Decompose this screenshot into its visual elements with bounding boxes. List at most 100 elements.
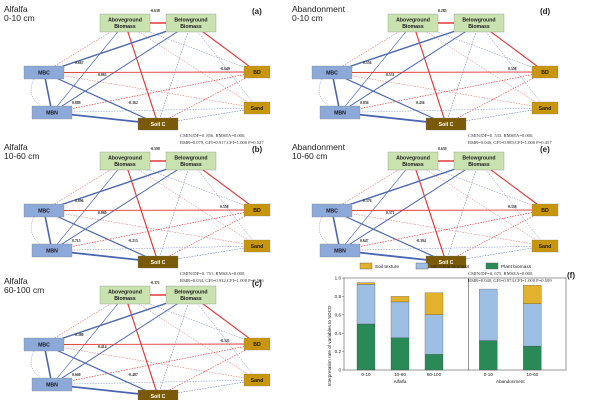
coef-top: 0.285: [438, 9, 447, 13]
path-mbc-to-sand: [43, 72, 258, 109]
node-label: BD: [253, 208, 261, 214]
bar-plant-biomass-3: [479, 340, 498, 371]
node-label: Soil C: [151, 122, 166, 128]
node-box: [243, 239, 271, 253]
node-box: [319, 105, 361, 120]
bd-node: BD: [243, 203, 271, 217]
legend-label-soil-texture: Soil texture: [375, 264, 399, 270]
node-box: [137, 389, 179, 400]
node-box: [387, 151, 439, 171]
node-box: [31, 377, 73, 392]
node-label-line2: Biomass: [468, 24, 490, 30]
path-above-to-bd: [412, 22, 546, 73]
coef-mid: 0.371: [386, 211, 395, 215]
coef-mbc: 0.667: [75, 61, 84, 65]
path-above-to-mbc: [43, 22, 126, 73]
coef-mbn: 0.715: [72, 239, 81, 243]
path-above-to-mbn: [339, 160, 414, 251]
covariance-curve: [318, 216, 329, 245]
coef-top: 0.639: [438, 147, 447, 151]
path-below-to-soilc: [445, 160, 480, 263]
node-label: BD: [253, 342, 261, 348]
path-above-to-soilc: [412, 160, 447, 263]
path-sand-to-soilc: [445, 245, 546, 263]
path-below-to-mbn: [339, 160, 480, 251]
bar-microbial-biomass-0: [356, 284, 376, 325]
fit-stats-line1: CMIN/DF=0. 751, RMSEA=0.000,: [180, 271, 245, 277]
panel-letter: (c): [252, 279, 262, 288]
legend-swatch-plant-biomass: [485, 262, 499, 270]
node-box: [425, 117, 467, 131]
bar-soil-texture-1: [390, 296, 410, 303]
path-sand-to-soilc: [157, 107, 258, 125]
path-above-to-bd: [412, 160, 546, 211]
coef-soilc: -0.394: [416, 239, 426, 243]
soil-c-node: Soil C: [137, 389, 179, 400]
path-mbc-to-sand: [43, 210, 258, 247]
path-below-to-sand: [190, 22, 258, 109]
coef-mid: 0.869: [98, 211, 107, 215]
panel-title-line2: 60-100 cm: [4, 285, 44, 295]
path-mbn-to-sand: [339, 245, 546, 251]
bd-node: BD: [243, 337, 271, 351]
node-box: [23, 203, 65, 218]
panel-letter: (b): [252, 145, 263, 154]
sand-node: Sand: [243, 373, 271, 387]
coef-soilc: -0.215: [128, 239, 138, 243]
mbc-node: MBC: [23, 65, 65, 80]
path-above-to-soilc: [124, 160, 159, 263]
y-tick-label: 1.0: [335, 276, 342, 281]
node-label: MBN: [46, 111, 58, 117]
mbc-node: MBC: [23, 337, 65, 352]
fit-stats-line2: RMR=0.034, GFI=0.932,CFI=1.000 P=0.586: [180, 278, 264, 284]
path-below-to-sand: [190, 160, 258, 247]
path-mbn-to-bd: [51, 71, 258, 113]
path-above-to-mbc: [331, 160, 414, 211]
node-box: [453, 151, 505, 171]
node-label-line2: Biomass: [468, 162, 490, 168]
x-tick-label: 60-100: [427, 372, 442, 377]
path-mbc-to-bd: [331, 70, 546, 74]
path-bd-to-soilc: [445, 209, 546, 263]
node-box: [99, 285, 151, 305]
bar-soil-texture-0: [356, 282, 376, 285]
panel-title-line1: Abandonment: [292, 4, 346, 14]
node-box: [31, 105, 73, 120]
node-label-line1: Belowground: [174, 156, 207, 162]
node-box: [99, 151, 151, 171]
mbc-node: MBC: [311, 203, 353, 218]
path-mbc-to-sand: [331, 72, 546, 109]
panel-title-line2: 0-10 cm: [292, 13, 323, 23]
node-box: [319, 243, 361, 258]
node-box: [243, 373, 271, 387]
path-below-to-sand: [478, 160, 546, 247]
path-mbc-to-bd: [43, 70, 258, 74]
panel-title-line1: Alfalfa: [4, 142, 28, 152]
path-mbc-to-mbn: [43, 210, 55, 252]
path-below-to-soilc: [157, 294, 192, 397]
node-box: [31, 243, 73, 258]
node-label-line1: Belowground: [462, 18, 495, 24]
covariance-curve: [30, 350, 41, 379]
chart-y-axis-label: Interpretation rate of variables to SOCD: [327, 305, 332, 386]
node-box: [243, 203, 271, 217]
mbc-node: MBC: [311, 65, 353, 80]
bd-node: BD: [531, 65, 559, 79]
node-label: MBC: [38, 343, 50, 349]
path-mbn-to-bd: [339, 209, 546, 251]
group-label-alfalfa: Alfalfa: [394, 379, 407, 384]
node-label-line2: Biomass: [402, 24, 424, 30]
node-label-line2: Biomass: [180, 24, 202, 30]
path-above-to-soilc: [124, 22, 159, 125]
coef-mid: 0.963: [98, 73, 107, 77]
node-box: [243, 337, 271, 351]
node-box: [99, 13, 151, 33]
